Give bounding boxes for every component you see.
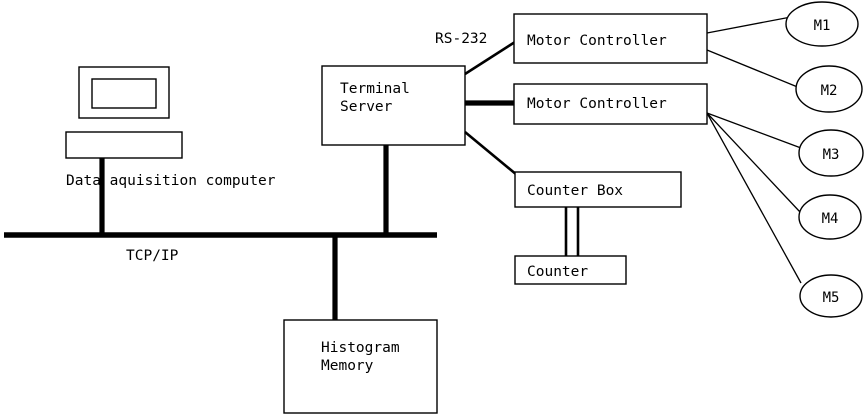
motor-4-label: M4 xyxy=(822,211,839,227)
motor-controller-1-box xyxy=(513,13,708,64)
link-motor-controller-1-to-motor-2 xyxy=(706,49,801,89)
counter-box xyxy=(514,171,682,208)
motor-3-label: M3 xyxy=(823,147,840,163)
link-terminal-server-to-counter-box xyxy=(464,130,518,177)
tcpip-label: TCP/IP xyxy=(126,248,179,264)
motor-5-label: M5 xyxy=(823,290,840,306)
link-motor-controller-2-to-motor-5 xyxy=(706,112,802,284)
histogram-memory-label-line1: Histogram xyxy=(321,340,400,356)
link-motor-controller-1-to-motor-1 xyxy=(706,16,792,34)
terminal-server-label-line1: Terminal xyxy=(340,81,410,97)
counter-box-unit xyxy=(514,255,627,285)
monitor-screen xyxy=(91,78,157,109)
link-motor-controller-2-to-motor-4 xyxy=(706,112,801,213)
computer-caption: Data aquisition computer xyxy=(66,173,276,189)
motor-controller-2-label: Motor Controller xyxy=(527,96,667,112)
motor-1-label: M1 xyxy=(814,18,831,34)
motor-4-node xyxy=(798,194,862,240)
histogram-memory-label-line2: Memory xyxy=(321,358,374,374)
motor-2-label: M2 xyxy=(821,83,838,99)
link-motor-controller-2-to-motor-3 xyxy=(706,112,802,149)
motor-2-node xyxy=(795,65,863,113)
motor-1-node xyxy=(785,1,859,47)
rs232-label: RS-232 xyxy=(435,31,487,47)
motor-5-node xyxy=(799,274,863,318)
counter-label: Counter xyxy=(527,264,588,280)
computer-base xyxy=(65,131,183,159)
terminal-server-box xyxy=(321,65,466,146)
motor-3-node xyxy=(798,129,864,177)
terminal-server-label-line2: Server xyxy=(340,99,393,115)
histogram-memory-box xyxy=(283,319,438,414)
motor-controller-1-label: Motor Controller xyxy=(527,33,667,49)
counter-box-label: Counter Box xyxy=(527,183,623,199)
link-terminal-server-to-motor-controller-1 xyxy=(464,40,516,76)
motor-controller-2-box xyxy=(513,83,708,125)
